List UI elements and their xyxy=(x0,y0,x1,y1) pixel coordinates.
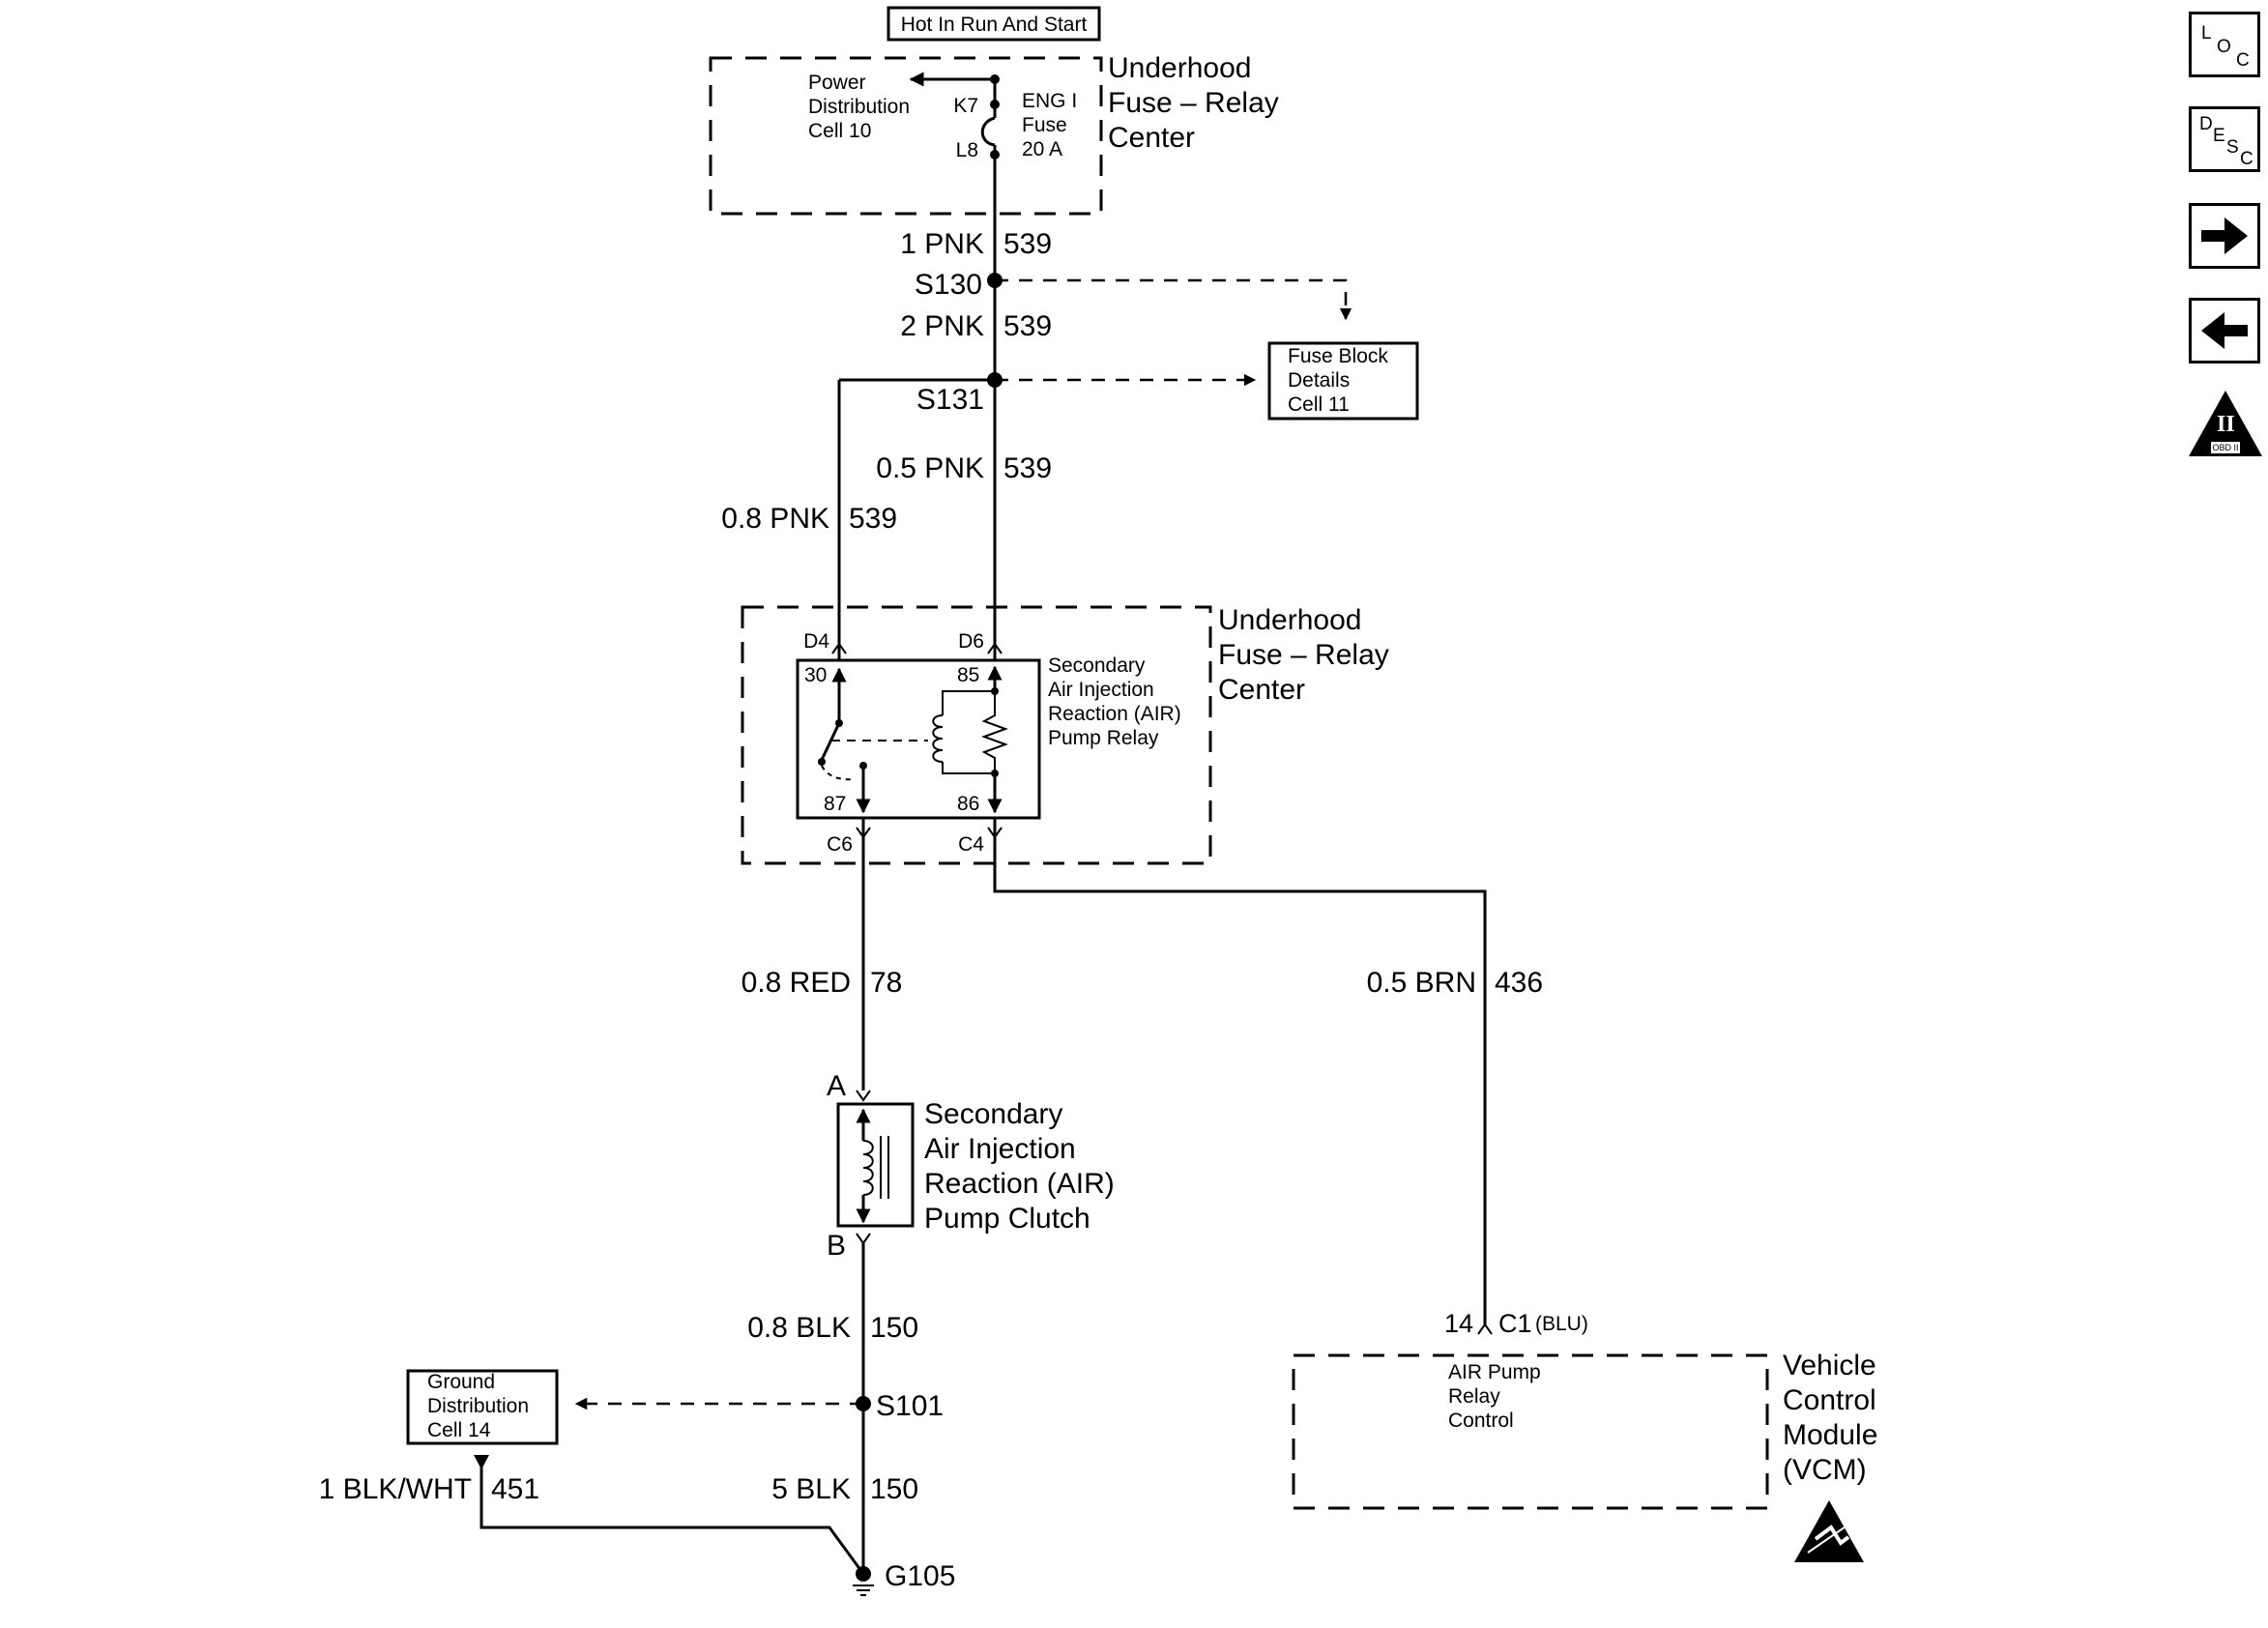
svg-text:150: 150 xyxy=(870,1312,918,1344)
previous-page-button[interactable] xyxy=(2189,298,2260,363)
svg-text:539: 539 xyxy=(1003,228,1052,260)
air-pump-relay: Secondary Air Injection Reaction (AIR) P… xyxy=(796,654,1181,820)
svg-text:86: 86 xyxy=(957,793,979,815)
svg-text:2 PNK: 2 PNK xyxy=(900,310,984,342)
svg-text:Vehicle: Vehicle xyxy=(1783,1350,1876,1381)
svg-text:K7: K7 xyxy=(953,95,978,117)
svg-text:0.5 PNK: 0.5 PNK xyxy=(876,452,984,484)
svg-text:C1: C1 xyxy=(1498,1309,1532,1338)
air-pump-clutch: A B Secondary Air Injection Reaction (AI… xyxy=(827,1070,1115,1262)
svg-text:539: 539 xyxy=(849,503,897,535)
svg-text:L8: L8 xyxy=(956,139,978,161)
svg-text:436: 436 xyxy=(1495,967,1543,999)
svg-text:Cell 11: Cell 11 xyxy=(1288,393,1350,416)
obd-ii-icon: II OBD II xyxy=(2187,389,2264,458)
svg-text:Fuse – Relay: Fuse – Relay xyxy=(1108,87,1279,119)
svg-text:30: 30 xyxy=(804,664,827,686)
svg-text:150: 150 xyxy=(870,1473,918,1505)
esd-warning-icon xyxy=(1794,1500,1864,1562)
svg-text:Distribution: Distribution xyxy=(427,1395,529,1417)
svg-text:451: 451 xyxy=(491,1473,539,1505)
svg-text:Center: Center xyxy=(1108,122,1195,154)
svg-text:AIR Pump: AIR Pump xyxy=(1448,1361,1541,1383)
svg-text:Underhood: Underhood xyxy=(1218,604,1361,636)
svg-text:Secondary: Secondary xyxy=(924,1098,1062,1130)
svg-text:78: 78 xyxy=(870,967,902,999)
svg-text:Air Injection: Air Injection xyxy=(924,1133,1076,1165)
svg-text:S131: S131 xyxy=(916,384,984,416)
svg-text:ENG I: ENG I xyxy=(1022,90,1077,112)
svg-text:Details: Details xyxy=(1288,369,1350,392)
svg-text:539: 539 xyxy=(1003,310,1052,342)
svg-text:D6: D6 xyxy=(958,630,984,653)
ground-icon xyxy=(853,1584,874,1596)
svg-text:Pump Clutch: Pump Clutch xyxy=(924,1203,1090,1235)
ground-path: 0.8 BLK 150 S101 5 BLK 150 1 BLK/WHT 451… xyxy=(319,1243,955,1596)
svg-text:1 PNK: 1 PNK xyxy=(900,228,984,260)
loc-button[interactable]: L O C xyxy=(2189,12,2260,77)
lower-wires: 0.8 RED 78 0.5 BRN 436 xyxy=(741,837,1543,1326)
svg-text:20 A: 20 A xyxy=(1022,138,1062,160)
svg-text:Module: Module xyxy=(1783,1419,1877,1451)
svg-text:Reaction (AIR): Reaction (AIR) xyxy=(1048,703,1181,725)
svg-text:S130: S130 xyxy=(915,269,982,301)
svg-text:Center: Center xyxy=(1218,674,1305,706)
svg-text:Pump Relay: Pump Relay xyxy=(1048,727,1159,749)
next-page-button[interactable] xyxy=(2189,203,2260,269)
arrow-right-icon xyxy=(2201,218,2248,254)
svg-text:Cell 10: Cell 10 xyxy=(808,120,871,142)
fuse-relay-center-top: Underhood Fuse – Relay Center Power Dist… xyxy=(709,52,1279,216)
svg-text:S101: S101 xyxy=(876,1390,944,1422)
svg-text:Relay: Relay xyxy=(1448,1385,1500,1408)
svg-text:Hot In Run And Start: Hot In Run And Start xyxy=(901,14,1088,36)
svg-text:Distribution: Distribution xyxy=(808,96,910,118)
svg-text:5 BLK: 5 BLK xyxy=(771,1473,851,1505)
svg-text:0.5 BRN: 0.5 BRN xyxy=(1367,967,1476,999)
arrow-left-icon xyxy=(2201,312,2248,349)
svg-text:Secondary: Secondary xyxy=(1048,654,1146,677)
svg-text:Fuse – Relay: Fuse – Relay xyxy=(1218,639,1389,671)
svg-text:C4: C4 xyxy=(958,833,984,856)
svg-text:A: A xyxy=(827,1070,846,1102)
svg-text:85: 85 xyxy=(957,664,979,686)
vehicle-control-module: 14 C1 (BLU) AIR Pump Relay Control Vehic… xyxy=(1292,1309,1877,1562)
svg-text:Control: Control xyxy=(1783,1384,1876,1416)
desc-button[interactable]: D E S C xyxy=(2189,106,2260,172)
svg-text:Underhood: Underhood xyxy=(1108,52,1251,84)
svg-text:G105: G105 xyxy=(885,1560,955,1592)
svg-text:(VCM): (VCM) xyxy=(1783,1454,1867,1486)
fuse-block-details-ref[interactable]: Fuse Block Details Cell 11 xyxy=(1267,341,1419,421)
svg-text:0.8 RED: 0.8 RED xyxy=(741,967,851,999)
svg-text:1 BLK/WHT: 1 BLK/WHT xyxy=(319,1473,472,1505)
svg-text:Fuse: Fuse xyxy=(1022,114,1067,136)
svg-text:Power: Power xyxy=(808,72,866,94)
svg-text:Reaction (AIR): Reaction (AIR) xyxy=(924,1168,1115,1200)
svg-text:14: 14 xyxy=(1444,1309,1473,1338)
relay-center: Underhood Fuse – Relay Center D4 D6 C6 C… xyxy=(741,604,1389,865)
svg-text:0.8 BLK: 0.8 BLK xyxy=(747,1312,851,1344)
svg-text:C6: C6 xyxy=(827,833,853,856)
svg-text:Control: Control xyxy=(1448,1410,1514,1432)
svg-text:Ground: Ground xyxy=(427,1371,495,1393)
svg-text:Air Injection: Air Injection xyxy=(1048,679,1154,701)
svg-text:Fuse Block: Fuse Block xyxy=(1288,345,1388,367)
svg-text:B: B xyxy=(827,1230,846,1262)
svg-text:D4: D4 xyxy=(803,630,829,653)
svg-text:87: 87 xyxy=(824,793,846,815)
power-source-label: Hot In Run And Start xyxy=(887,6,1101,42)
feed-wire: 1 PNK 539 S130 2 PNK 539 S131 0.5 PNK 53… xyxy=(721,164,1352,638)
svg-text:539: 539 xyxy=(1003,452,1052,484)
svg-text:Cell 14: Cell 14 xyxy=(427,1419,491,1441)
svg-text:0.8 PNK: 0.8 PNK xyxy=(721,503,829,535)
svg-text:(BLU): (BLU) xyxy=(1535,1313,1588,1335)
ground-distribution-ref[interactable]: Ground Distribution Cell 14 xyxy=(406,1369,559,1445)
